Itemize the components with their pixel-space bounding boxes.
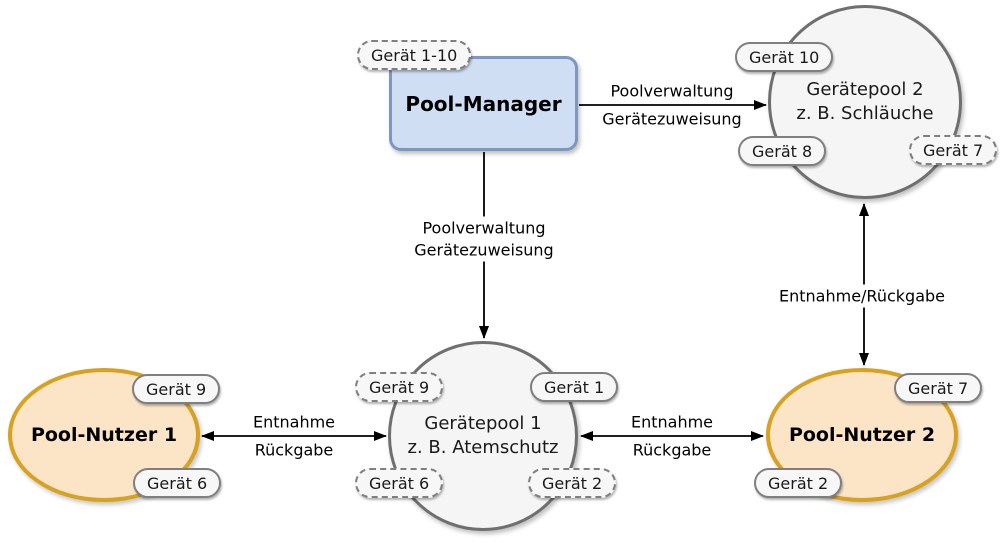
badge-user1-geraet-9-label: Gerät 9 (146, 379, 207, 399)
geraetepool1-node: Gerätepool 1 z. B. Atemschutz (388, 341, 578, 531)
badge-user1-geraet-6-label: Gerät 6 (147, 473, 208, 493)
badge-pool1-geraet-2-label: Gerät 2 (542, 473, 603, 493)
badge-user2-geraet-2: Gerät 2 (754, 468, 843, 498)
geraetepool2-subtitle: z. B. Schläuche (796, 103, 934, 124)
pool-manager-label: Pool-Manager (405, 91, 562, 116)
edge-label-user1-pool1-line2: Rückgabe (254, 440, 334, 460)
badge-geraet-1-10-label: Gerät 1-10 (371, 45, 458, 65)
badge-user2-geraet-7-label: Gerät 7 (908, 378, 969, 398)
geraetepool1-title: Gerätepool 1 (424, 413, 542, 434)
badge-pool2-geraet-7: Gerät 7 (909, 135, 998, 165)
badge-pool2-geraet-10: Gerät 10 (735, 42, 834, 72)
edge-label-manager-pool1-line1: Poolverwaltung (422, 218, 546, 238)
badge-pool2-geraet-8: Gerät 8 (738, 136, 827, 166)
pool-manager-node: Pool-Manager (389, 56, 578, 151)
edge-label-manager-pool2: Poolverwaltung Gerätezuweisung (602, 82, 741, 129)
geraetepool1-label: Gerätepool 1 z. B. Atemschutz (408, 412, 559, 460)
badge-pool1-geraet-2: Gerät 2 (528, 468, 617, 498)
badge-geraet-1-10: Gerät 1-10 (357, 40, 472, 70)
badge-pool1-geraet-9-label: Gerät 9 (369, 377, 430, 397)
geraetepool2-label: Gerätepool 2 z. B. Schläuche (796, 78, 933, 126)
badge-pool2-geraet-7-label: Gerät 7 (923, 140, 984, 160)
edge-label-pool1-user2-line2: Rückgabe (632, 440, 712, 460)
badge-user1-geraet-6: Gerät 6 (133, 468, 222, 498)
badge-user2-geraet-7: Gerät 7 (894, 373, 983, 403)
badge-user1-geraet-9: Gerät 9 (132, 374, 221, 404)
edge-label-manager-pool2-line2: Gerätezuweisung (602, 109, 742, 129)
edge-label-manager-pool2-line1: Poolverwaltung (610, 81, 734, 101)
edge-label-pool1-user2-line1: Entnahme (630, 412, 714, 432)
edge-label-user1-pool1-line1: Entnahme (252, 412, 336, 432)
edge-label-user1-pool1: Entnahme Rückgabe (253, 413, 335, 460)
geraetepool2-title: Gerätepool 2 (806, 79, 924, 100)
badge-user2-geraet-2-label: Gerät 2 (768, 473, 829, 493)
badge-pool1-geraet-6: Gerät 6 (355, 468, 444, 498)
edge-label-pool1-user2: Entnahme Rückgabe (631, 413, 713, 460)
geraetepool2-node: Gerätepool 2 z. B. Schläuche (768, 5, 962, 199)
pool-nutzer2-label: Pool-Nutzer 2 (788, 424, 936, 446)
badge-pool1-geraet-1-label: Gerät 1 (544, 377, 605, 397)
badge-pool1-geraet-6-label: Gerät 6 (369, 473, 430, 493)
edge-label-manager-pool1-line2: Gerätezuweisung (414, 240, 554, 260)
edge-label-pool2-user2-text: Entnahme/Rückgabe (779, 286, 945, 306)
badge-pool1-geraet-9: Gerät 9 (355, 372, 444, 402)
badge-pool2-geraet-8-label: Gerät 8 (752, 141, 813, 161)
pool-nutzer1-label: Pool-Nutzer 1 (30, 424, 178, 446)
badge-pool1-geraet-1: Gerät 1 (530, 372, 619, 402)
badge-pool2-geraet-10-label: Gerät 10 (749, 47, 820, 67)
edge-label-pool2-user2: Entnahme/Rückgabe (773, 284, 951, 308)
geraetepool1-subtitle: z. B. Atemschutz (407, 437, 559, 458)
edge-label-manager-pool1: Poolverwaltung Gerätezuweisung (408, 216, 560, 262)
